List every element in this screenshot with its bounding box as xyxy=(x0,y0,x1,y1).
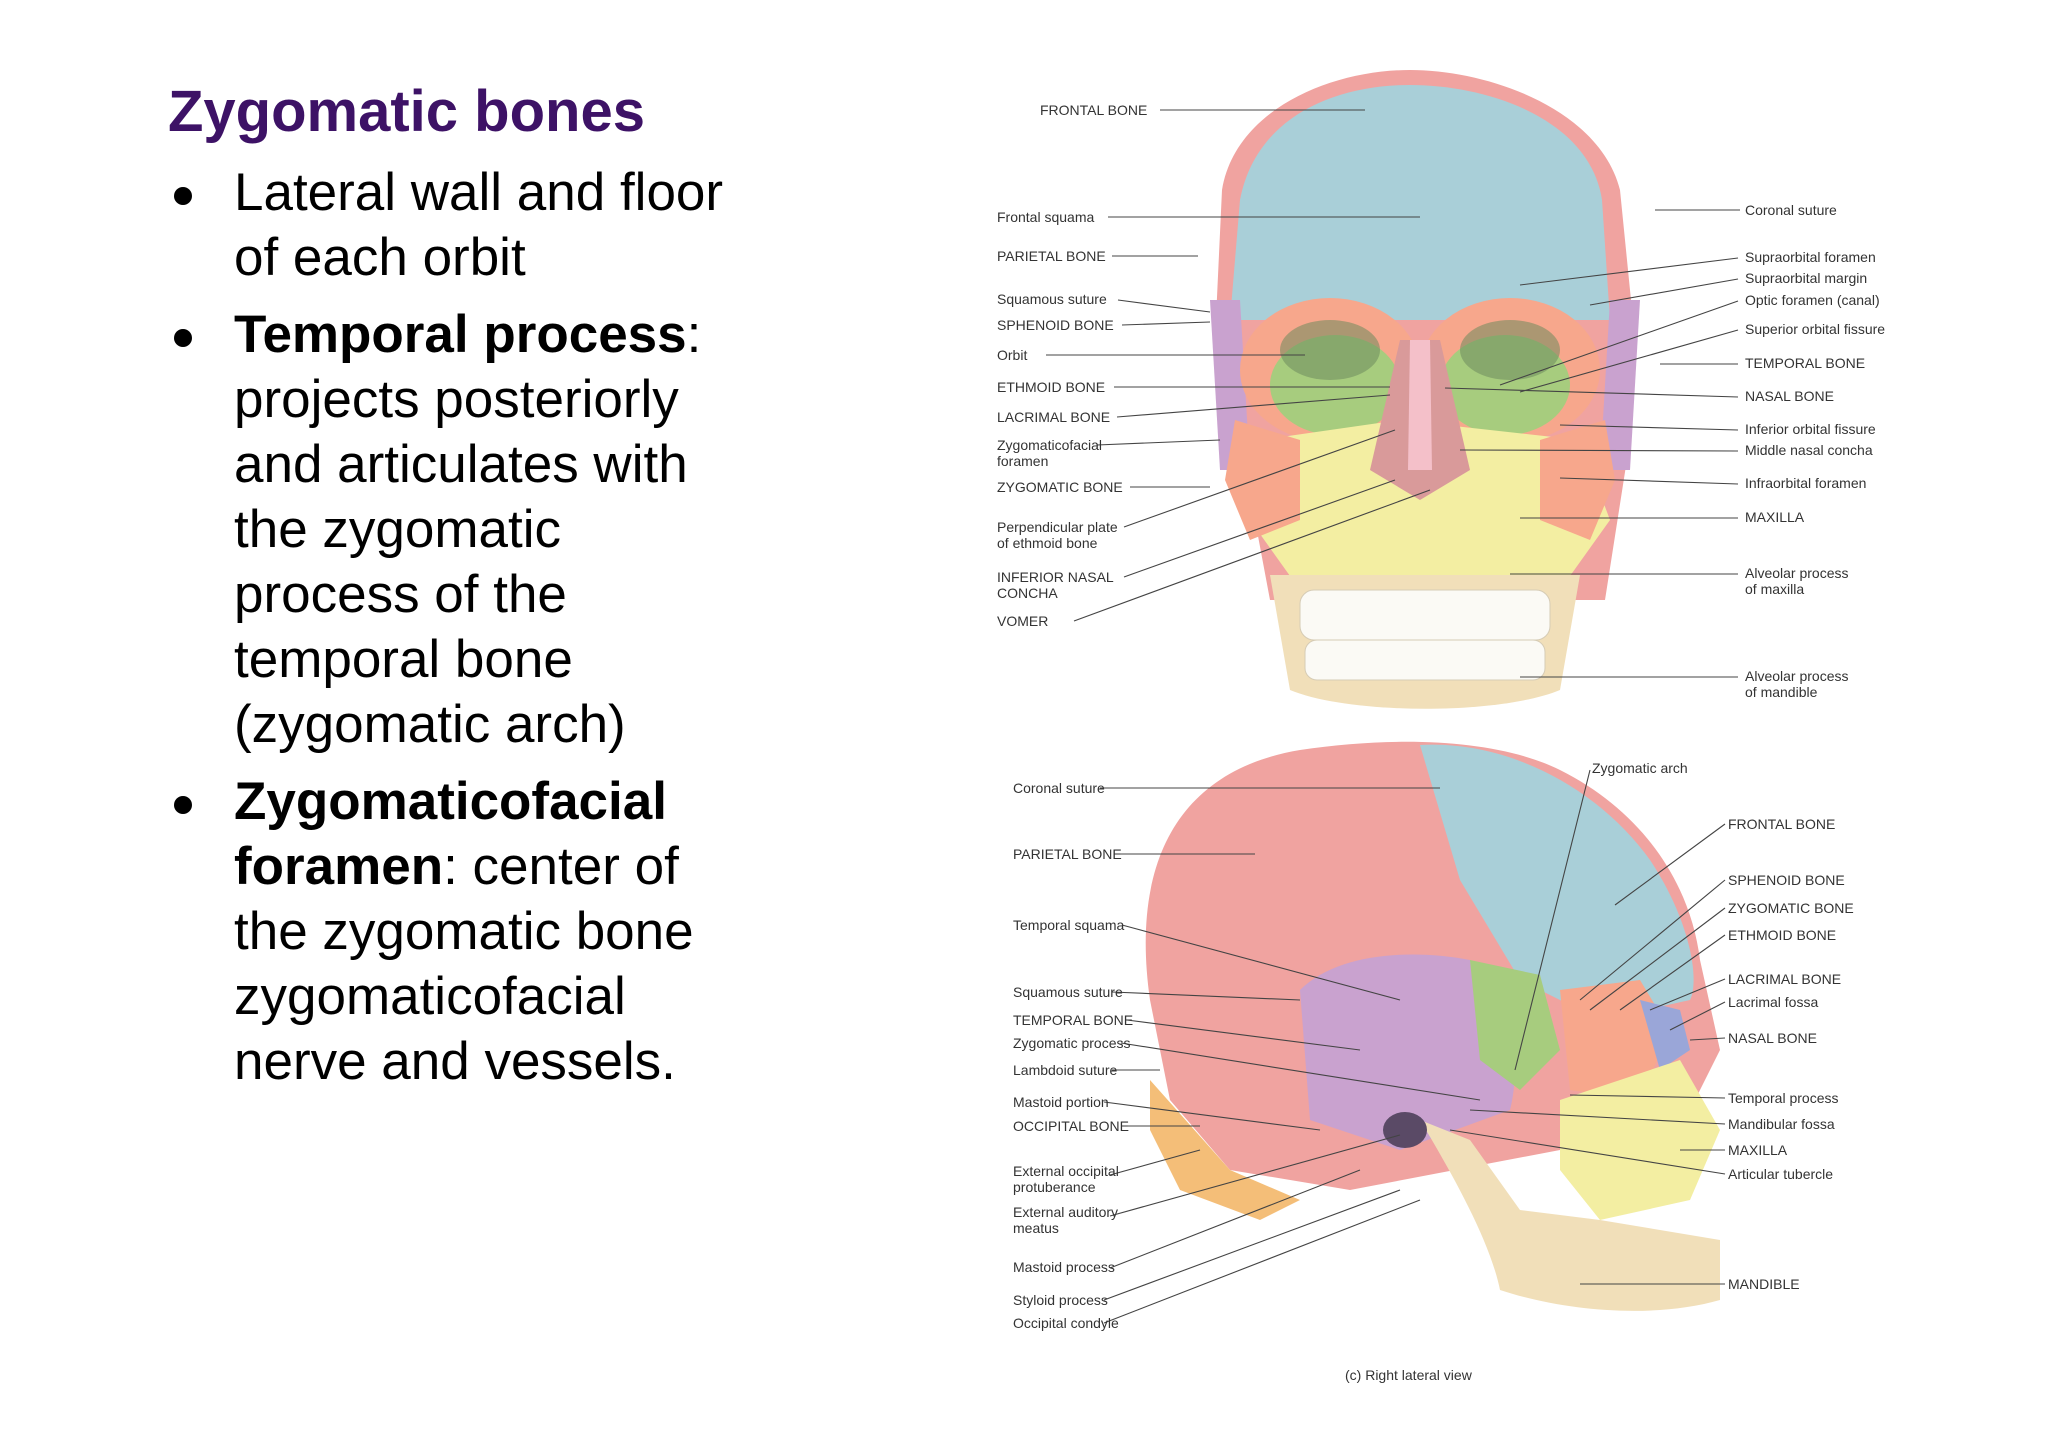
bullet-text: : center of the zygomatic bone zygomatic… xyxy=(234,837,694,1091)
label-inferior-orbital-fissure: Inferior orbital fissure xyxy=(1745,421,1876,437)
bullet-item: Temporal process: projects posteriorly a… xyxy=(168,302,728,757)
label-supraorbital-foramen: Supraorbital foramen xyxy=(1745,249,1876,265)
label-zygomaticofacial: Zygomaticofacial xyxy=(997,437,1102,453)
label-external-occipital: External occipital xyxy=(1013,1163,1119,1179)
label-articular-tubercle: Articular tubercle xyxy=(1728,1166,1833,1182)
label-concha: CONCHA xyxy=(997,585,1058,601)
lateral-view-caption: (c) Right lateral view xyxy=(1345,1367,1473,1383)
label-superior-orbital-fissure: Superior orbital fissure xyxy=(1745,321,1885,337)
label-temporal-process: Temporal process xyxy=(1728,1090,1839,1106)
label-orbit: Orbit xyxy=(997,347,1027,363)
label-occipital-bone: OCCIPITAL BONE xyxy=(1013,1118,1129,1134)
label-maxilla: MAXILLA xyxy=(1728,1142,1788,1158)
lateral-labels-right: Zygomatic arch FRONTAL BONE SPHENOID BON… xyxy=(1592,760,1854,1292)
label-lambdoid-suture: Lambdoid suture xyxy=(1013,1062,1118,1078)
label-optic-foramen: Optic foramen (canal) xyxy=(1745,292,1880,308)
label-sphenoid-bone: SPHENOID BONE xyxy=(997,317,1114,333)
label-zygomatic-bone: ZYGOMATIC BONE xyxy=(1728,900,1854,916)
label-infraorbital-foramen: Infraorbital foramen xyxy=(1745,475,1866,491)
bullet-text: : projects posteriorly and articulates w… xyxy=(234,305,702,754)
label-mastoid-process: Mastoid process xyxy=(1013,1259,1115,1275)
label-sphenoid-bone: SPHENOID BONE xyxy=(1728,872,1845,888)
label-vomer: VOMER xyxy=(997,613,1048,629)
label-squamous-suture: Squamous suture xyxy=(997,291,1107,307)
bullet-item: Lateral wall and floor of each orbit xyxy=(168,160,728,290)
skull-anterior-illustration xyxy=(1210,70,1640,709)
label-temporal-squama: Temporal squama xyxy=(1013,917,1124,933)
label-lacrimal-bone: LACRIMAL BONE xyxy=(997,409,1110,425)
label-mandibular-fossa: Mandibular fossa xyxy=(1728,1116,1835,1132)
label-meatus: meatus xyxy=(1013,1220,1059,1236)
anterior-leader-lines xyxy=(1046,109,1740,678)
bullet-list: Lateral wall and floor of each orbit Tem… xyxy=(168,160,728,1106)
bullet-item: Zygomaticofacial foramen: center of the … xyxy=(168,769,728,1094)
label-frontal-bone: FRONTAL BONE xyxy=(1728,816,1835,832)
label-perpendicular-plate: Perpendicular plate xyxy=(997,519,1118,535)
label-protuberance: protuberance xyxy=(1013,1179,1096,1195)
label-zygomatic-arch: Zygomatic arch xyxy=(1592,760,1688,776)
label-lacrimal-bone: LACRIMAL BONE xyxy=(1728,971,1841,987)
label-maxilla: MAXILLA xyxy=(1745,509,1805,525)
label-styloid-process: Styloid process xyxy=(1013,1292,1108,1308)
slide-title: Zygomatic bones xyxy=(168,79,645,144)
label-occipital-condyle: Occipital condyle xyxy=(1013,1315,1119,1331)
label-frontal-bone: FRONTAL BONE xyxy=(1040,102,1147,118)
label-alveolar-process-maxilla: Alveolar process xyxy=(1745,565,1849,581)
label-mastoid-portion: Mastoid portion xyxy=(1013,1094,1109,1110)
label-lacrimal-fossa: Lacrimal fossa xyxy=(1728,994,1818,1010)
label-ethmoid-bone: ETHMOID BONE xyxy=(997,379,1105,395)
label-temporal-bone: TEMPORAL BONE xyxy=(1745,355,1865,371)
bullet-dot-icon xyxy=(174,796,192,814)
label-mandible: MANDIBLE xyxy=(1728,1276,1800,1292)
label-squamous-suture: Squamous suture xyxy=(1013,984,1123,1000)
skull-lateral-illustration xyxy=(1145,741,1720,1311)
label-zygomatic-bone: ZYGOMATIC BONE xyxy=(997,479,1123,495)
label-coronal-suture: Coronal suture xyxy=(1013,780,1105,796)
label-inferior-nasal: INFERIOR NASAL xyxy=(997,569,1114,585)
label-supraorbital-margin: Supraorbital margin xyxy=(1745,270,1867,286)
label-ethmoid-bone: ETHMOID BONE xyxy=(1728,927,1836,943)
anterior-labels-right: Coronal suture Supraorbital foramen Supr… xyxy=(1745,202,1885,700)
bullet-dot-icon xyxy=(174,329,192,347)
label-middle-nasal-concha: Middle nasal concha xyxy=(1745,442,1873,458)
label-nasal-bone: NASAL BONE xyxy=(1745,388,1834,404)
label-parietal-bone: PARIETAL BONE xyxy=(1013,846,1122,862)
label-external-auditory: External auditory xyxy=(1013,1204,1118,1220)
label-frontal-squama: Frontal squama xyxy=(997,209,1094,225)
label-parietal-bone: PARIETAL BONE xyxy=(997,248,1106,264)
label-of-maxilla: of maxilla xyxy=(1745,581,1804,597)
bullet-bold: Zygomaticofacial foramen xyxy=(234,772,667,896)
bullet-dot-icon xyxy=(174,187,192,205)
label-alveolar-process-mandible: Alveolar process xyxy=(1745,668,1849,684)
label-nasal-bone: NASAL BONE xyxy=(1728,1030,1817,1046)
lateral-labels-left: Coronal suture PARIETAL BONE Temporal sq… xyxy=(1013,780,1133,1331)
label-temporal-bone: TEMPORAL BONE xyxy=(1013,1012,1133,1028)
label-of-ethmoid-bone: of ethmoid bone xyxy=(997,535,1098,551)
bullet-text: Lateral wall and floor of each orbit xyxy=(234,163,724,287)
label-zygomatic-process: Zygomatic process xyxy=(1013,1035,1130,1051)
lateral-leader-lines xyxy=(1100,769,1726,1324)
label-coronal-suture: Coronal suture xyxy=(1745,202,1837,218)
bullet-bold: Temporal process xyxy=(234,305,687,364)
anterior-labels-left: FRONTAL BONE Frontal squama PARIETAL BON… xyxy=(997,102,1147,629)
label-foramen: foramen xyxy=(997,453,1048,469)
label-of-mandible: of mandible xyxy=(1745,684,1818,700)
